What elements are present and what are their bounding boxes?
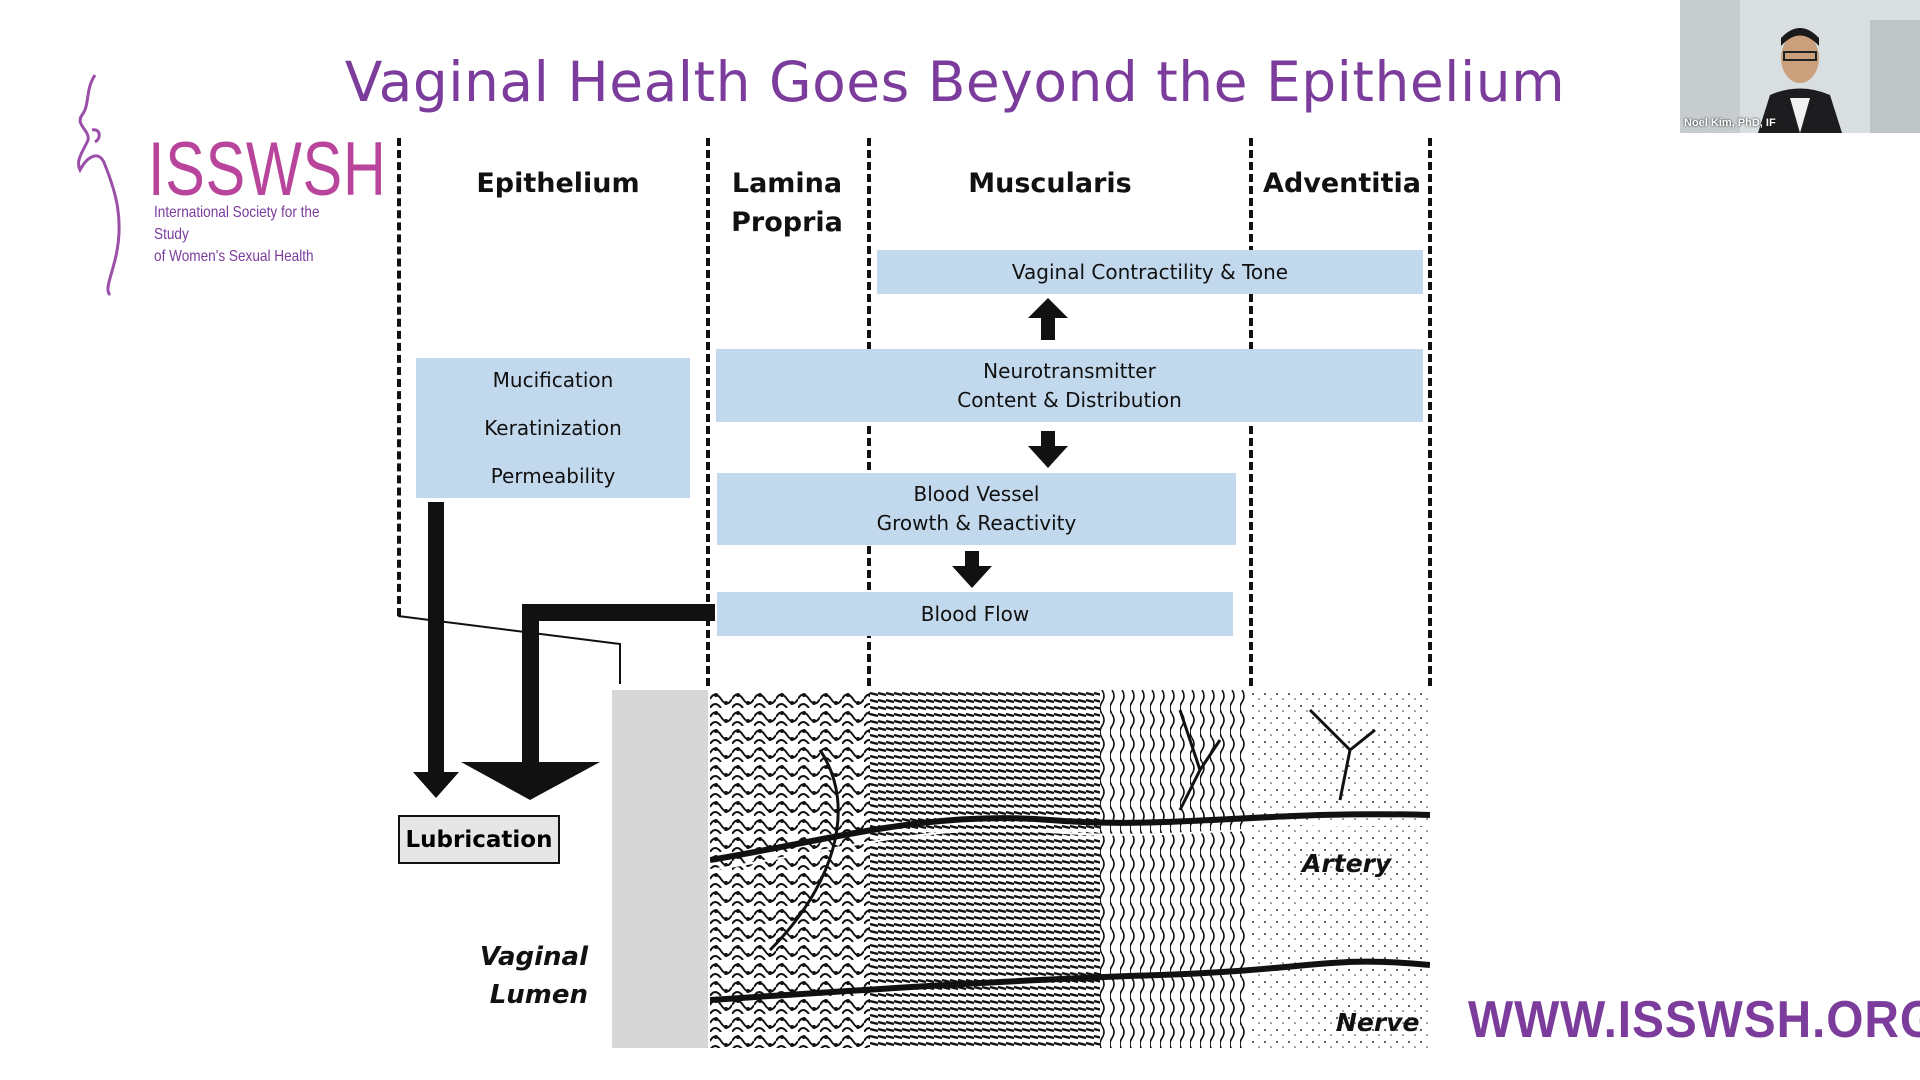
epithelium-property-label: Mucification [492, 368, 614, 392]
blood-vessel-label: Blood Vessel [913, 482, 1040, 506]
column-header-epithelium: Epithelium [408, 164, 708, 203]
neurotransmitter-label: Neurotransmitter [983, 358, 1156, 383]
contractility-label: Vaginal Contractility & Tone [1011, 259, 1289, 284]
blood-flow-label: Blood Flow [920, 601, 1030, 626]
website-url: WWW.ISSWSH.ORG [1468, 991, 1920, 1049]
neurotransmitter-label: Content & Distribution [957, 387, 1182, 412]
divider-line [1428, 138, 1432, 686]
neurotransmitter-box: Neurotransmitter Content & Distribution [716, 349, 1423, 422]
arrow-down-icon [952, 551, 992, 588]
participant-avatar [1680, 0, 1920, 133]
blood-vessel-box: Blood Vessel Growth & Reactivity [717, 473, 1236, 545]
arrow-up-icon [1028, 298, 1068, 340]
arrow-down-icon [461, 604, 715, 800]
epithelium-property-label: Permeability [490, 464, 616, 488]
blood-vessel-label: Growth & Reactivity [876, 511, 1077, 535]
column-header-label: Propria [731, 207, 843, 238]
divider-line [397, 138, 401, 616]
column-header-label: Adventitia [1263, 168, 1421, 199]
contractility-box: Vaginal Contractility & Tone [877, 250, 1423, 294]
column-header-label: Epithelium [476, 168, 640, 199]
logo-silhouette-icon [77, 74, 121, 297]
column-header-label: Lamina [731, 168, 843, 199]
epithelium-boundary-line [397, 615, 621, 684]
blood-flow-box: Blood Flow [717, 592, 1233, 636]
isswsh-logo: ISSWSH International Society for the Stu… [70, 70, 386, 300]
tissue-cross-section-illustration [710, 690, 1430, 1048]
lubrication-box: Lubrication [398, 815, 560, 864]
arrow-down-icon [1028, 431, 1068, 468]
lumen-label-line: Lumen [489, 980, 588, 1010]
divider-line [706, 138, 710, 686]
column-header-label: Muscularis [968, 168, 1132, 199]
nerve-label: Nerve [1336, 1008, 1420, 1037]
lumen-label-line: Vaginal [479, 942, 588, 972]
vaginal-lumen-label: Vaginal Lumen [470, 938, 588, 1014]
arrow-down-icon [413, 502, 459, 798]
column-header-muscularis: Muscularis [900, 164, 1200, 203]
slide-title: Vaginal Health Goes Beyond the Epitheliu… [344, 50, 1566, 114]
logo-subtitle-line2: of Women's Sexual Health [154, 248, 314, 265]
epithelium-properties-box: Mucification Keratinization Permeability [416, 358, 690, 498]
column-header-adventitia: Adventitia [1252, 164, 1432, 203]
epithelium-layer-illustration [612, 690, 708, 1048]
column-header-lamina-propria: Lamina Propria [712, 164, 862, 242]
epithelium-property-label: Keratinization [484, 416, 622, 440]
logo-name: ISSWSH [148, 127, 387, 212]
logo-subtitle-line1: International Society for the Study [154, 204, 320, 243]
artery-label: Artery [1302, 849, 1392, 878]
participant-video-thumbnail[interactable]: Noel Kim, PhD, IF [1680, 0, 1920, 133]
logo-subtitle: International Society for the Study of W… [154, 202, 338, 268]
participant-name-label: Noel Kim, PhD, IF [1684, 117, 1776, 129]
